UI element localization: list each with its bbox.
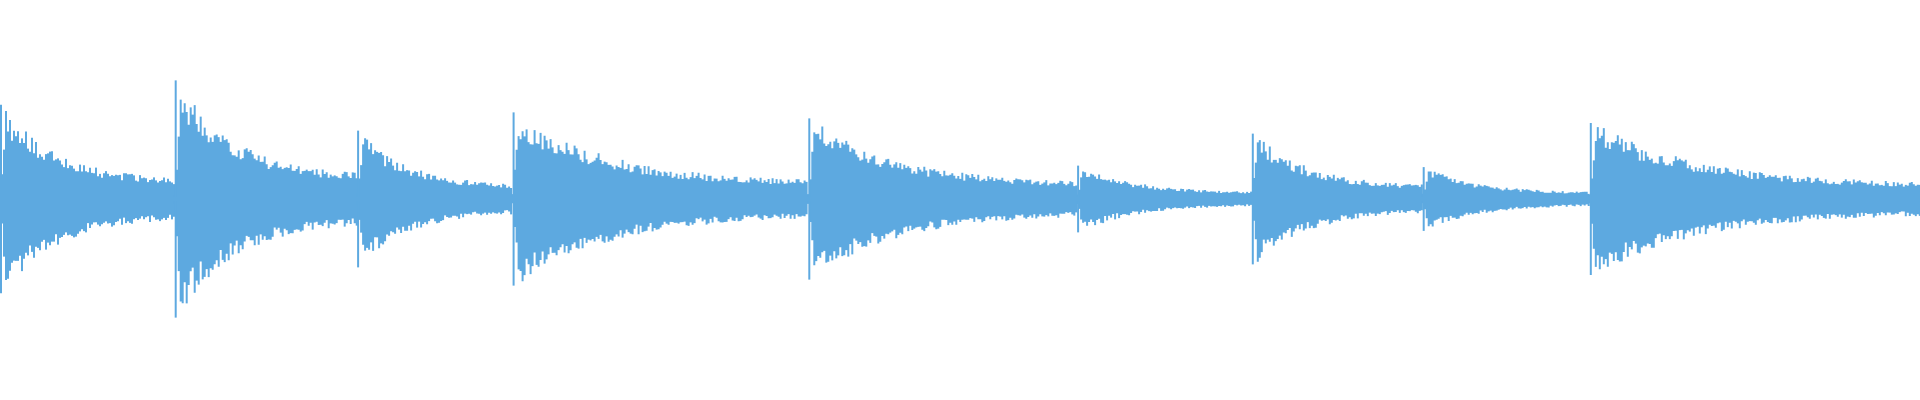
waveform-path [511,129,808,282]
waveform-path [356,138,513,251]
waveform-path [173,99,358,304]
waveform-path [0,111,175,280]
waveform-path [807,126,1078,266]
waveform-path [1250,140,1423,262]
